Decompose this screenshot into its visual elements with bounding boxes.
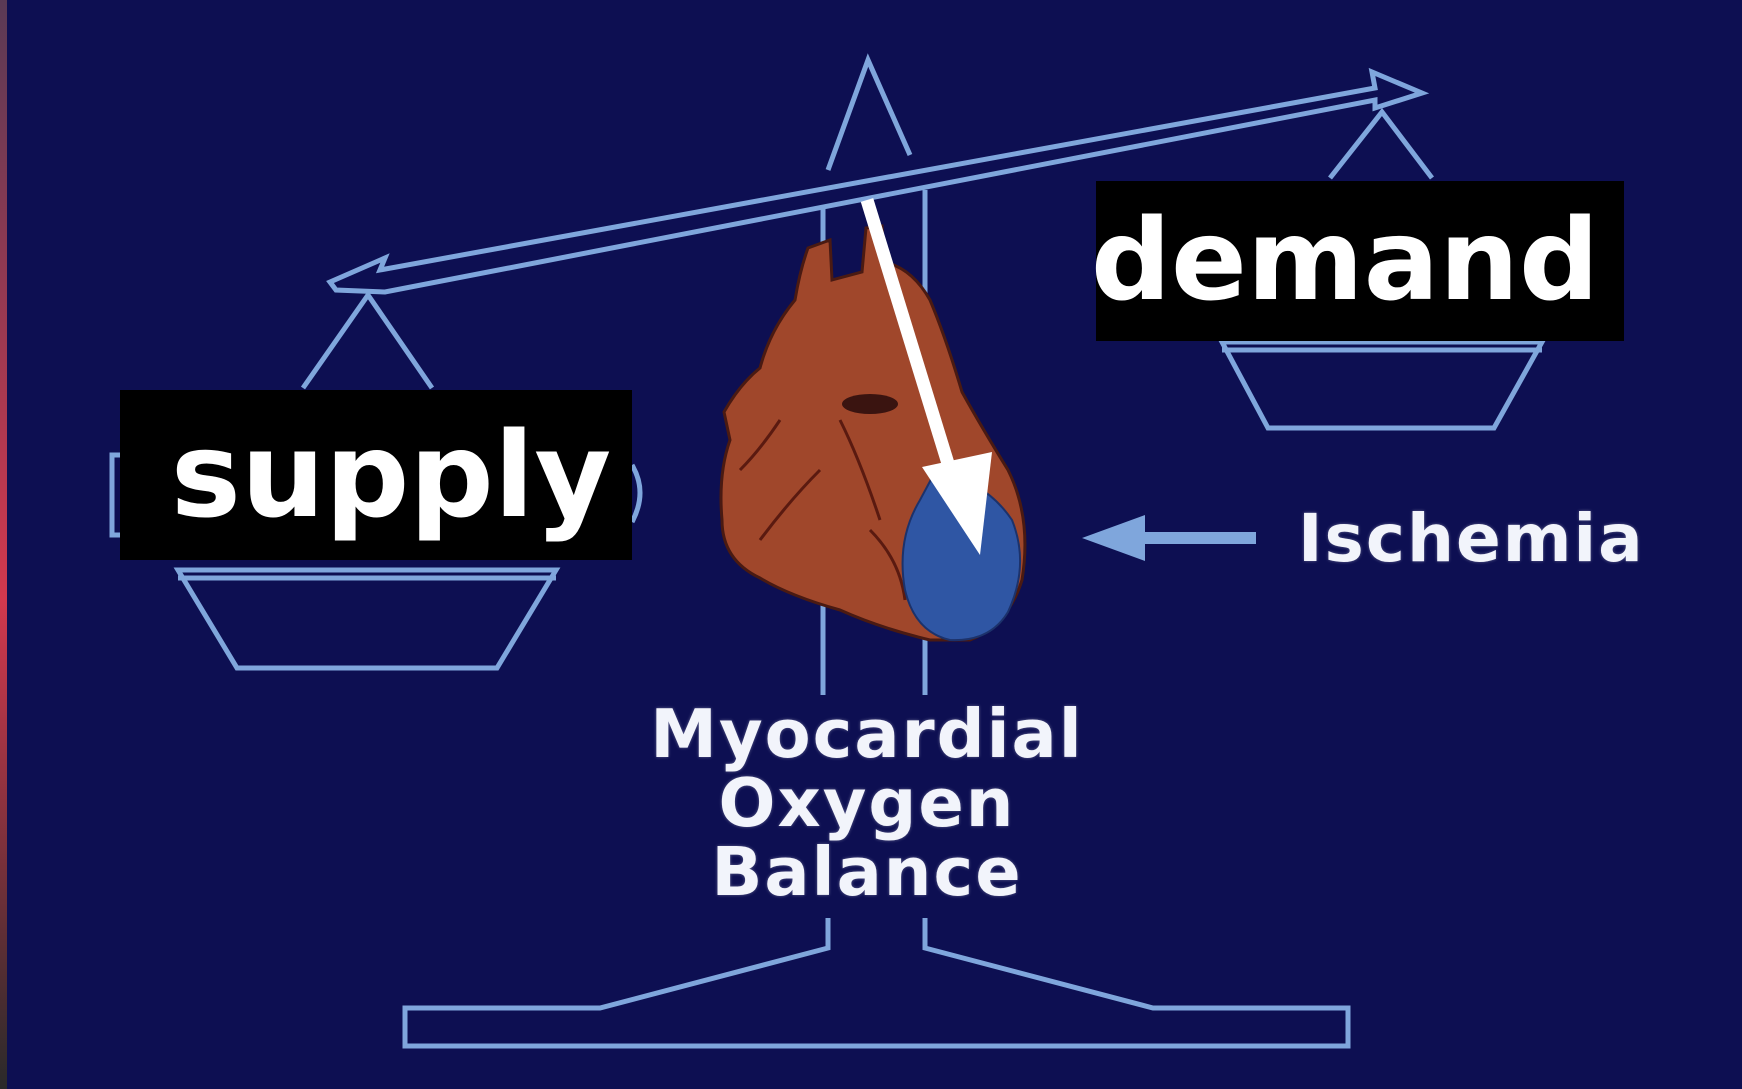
left-pan-hanger: [303, 295, 432, 388]
right-pan-hanger: [1330, 112, 1432, 178]
title-line-balance: Balance: [600, 838, 1134, 907]
scale-base: [405, 918, 1348, 1046]
left-pan-rim-right: [632, 465, 640, 522]
title-line-oxygen: Oxygen: [600, 769, 1134, 838]
center-title: Myocardial Oxygen Balance: [600, 700, 1134, 907]
demand-label: demand: [1096, 181, 1624, 341]
right-pan-bowl: [1222, 342, 1542, 428]
left-edge-strip: [0, 0, 7, 1089]
supply-label: supply: [120, 390, 632, 560]
title-line-myocardial: Myocardial: [600, 700, 1134, 769]
fulcrum-triangle: [828, 60, 910, 170]
ischemia-arrow-icon: [1082, 515, 1256, 561]
ischemia-label: Ischemia: [1298, 500, 1645, 577]
left-pan-bowl: [178, 570, 556, 668]
heart-icon: [721, 226, 1025, 640]
heart-vessel-opening: [842, 394, 898, 414]
